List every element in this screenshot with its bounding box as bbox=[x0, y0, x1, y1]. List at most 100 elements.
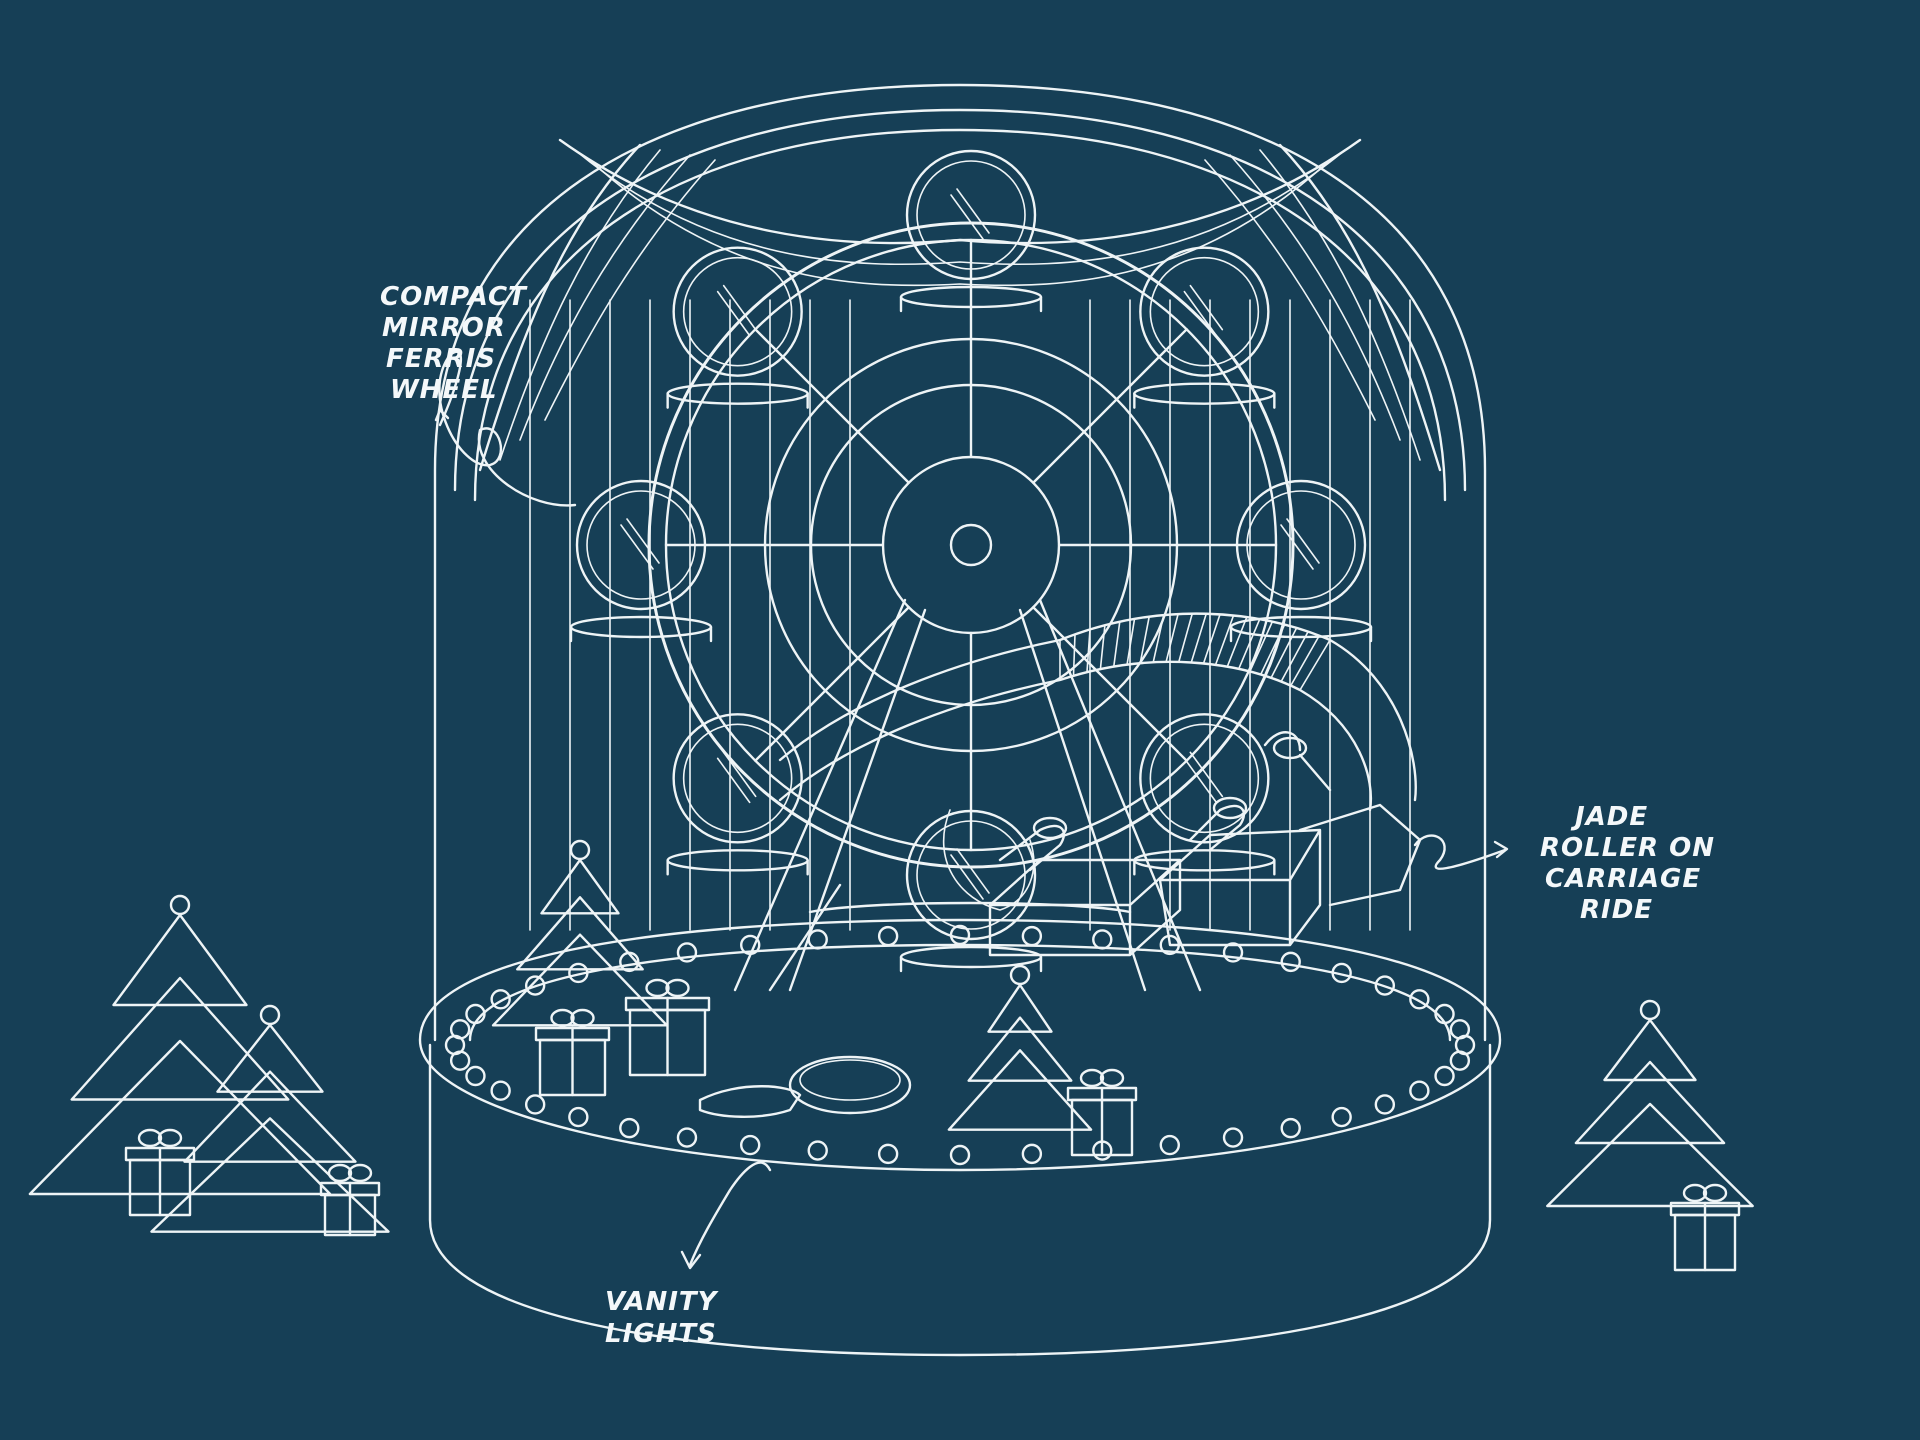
vanity-light-bulb bbox=[1409, 989, 1430, 1010]
track-tie bbox=[1249, 620, 1274, 673]
annotation-jade: JADE ROLLER ON CARRIAGE RIDE bbox=[1540, 802, 1725, 925]
mirror-glass bbox=[586, 490, 696, 600]
jade-line: ROLLER ON bbox=[1540, 833, 1715, 863]
annotation-arrows bbox=[434, 350, 1509, 1270]
vanity-lights bbox=[444, 924, 1476, 1166]
ferris-arrowhead bbox=[434, 408, 450, 422]
vanity-light-bulb bbox=[877, 925, 899, 947]
vanity-light-bulb bbox=[568, 1106, 589, 1128]
jade-rollers bbox=[998, 731, 1332, 872]
vanity-light-bulb bbox=[1331, 1106, 1352, 1128]
vanity-light-bulb bbox=[465, 1003, 486, 1025]
tree-tier bbox=[1546, 1102, 1754, 1208]
track-tie bbox=[1086, 628, 1091, 673]
vanity-light-bulb bbox=[1280, 951, 1301, 973]
vanity-light-bulb bbox=[1434, 1003, 1455, 1025]
vanity-light-bulb bbox=[1021, 925, 1043, 947]
mirror-glass bbox=[682, 723, 793, 834]
track-tie bbox=[1226, 616, 1248, 668]
compact-mirror-gondola bbox=[1235, 479, 1367, 611]
mirror-glint bbox=[716, 284, 757, 337]
track-tie bbox=[1280, 630, 1309, 683]
compact-mirror-gondola bbox=[672, 246, 803, 377]
vanity-light-bulb bbox=[1374, 1094, 1396, 1115]
ferris-wheel bbox=[569, 149, 1373, 992]
tree-tier bbox=[947, 1049, 1093, 1131]
jade-arrow bbox=[1413, 834, 1507, 870]
mirror-glint bbox=[950, 188, 990, 240]
tree-tier bbox=[1603, 1018, 1697, 1082]
tree-tier bbox=[183, 1070, 357, 1163]
vanity-light-bulb bbox=[490, 1080, 511, 1101]
gift-bow bbox=[665, 978, 690, 998]
track-tie bbox=[1289, 634, 1321, 687]
tree-star bbox=[569, 839, 591, 861]
ferris-line: COMPACT bbox=[380, 282, 528, 312]
carriage-ride-track bbox=[778, 612, 1422, 957]
vanity-light-bulb bbox=[568, 962, 589, 984]
gondola-shelf bbox=[666, 382, 809, 405]
wheel-spoke bbox=[754, 606, 910, 762]
vanity-light-bulb bbox=[449, 1019, 471, 1040]
compact-mirror-gondola bbox=[905, 149, 1037, 281]
compact-mirror-gondola bbox=[905, 809, 1037, 941]
track-tie bbox=[1214, 614, 1235, 666]
gondola-shelf bbox=[666, 849, 809, 872]
compact-mirror-gondola bbox=[1139, 713, 1270, 844]
vanity-line: LIGHTS bbox=[605, 1319, 717, 1349]
gift-bow bbox=[550, 1008, 575, 1028]
track-tie bbox=[1237, 618, 1261, 670]
vanity-light-bulb bbox=[619, 1117, 640, 1139]
compact-mirror-gondola bbox=[575, 479, 707, 611]
track-tie bbox=[1202, 613, 1221, 665]
tree-tier bbox=[540, 858, 620, 915]
tree-tier bbox=[987, 983, 1053, 1033]
track-tie bbox=[1299, 639, 1331, 691]
compact-mirror-gondola bbox=[672, 713, 803, 844]
mirror-glint bbox=[1183, 751, 1224, 804]
vanity-light-bulb bbox=[1449, 1050, 1471, 1071]
mirror-glint bbox=[716, 751, 757, 804]
jade-line: JADE bbox=[1570, 802, 1648, 832]
vanity-arrowhead bbox=[680, 1250, 702, 1270]
jade-line: CARRIAGE bbox=[1545, 864, 1701, 894]
vanity-light-bulb bbox=[1222, 1127, 1244, 1148]
track-tie bbox=[1112, 620, 1121, 668]
vanity-light-bulb bbox=[949, 1144, 971, 1166]
ferris-arrow bbox=[438, 350, 577, 507]
gift-bow bbox=[347, 1163, 373, 1183]
track-tie bbox=[1270, 627, 1298, 679]
vanity-light-bulb bbox=[1374, 975, 1396, 996]
mirror-glass bbox=[682, 256, 793, 367]
tree-star bbox=[259, 1004, 281, 1026]
annotation-ferris: COMPACT MIRROR FERRIS WHEEL bbox=[380, 282, 537, 405]
tree-tier bbox=[516, 896, 644, 971]
gift-boxes bbox=[124, 978, 1741, 1272]
glass-dome bbox=[433, 83, 1487, 1042]
mirror-glint bbox=[950, 848, 990, 900]
carriage-boxes bbox=[988, 803, 1422, 957]
track-tie bbox=[1190, 612, 1208, 664]
wheel-spoke bbox=[1032, 328, 1188, 484]
track-tie bbox=[1165, 613, 1179, 663]
track-tie bbox=[1099, 624, 1106, 670]
wheel-spoke bbox=[1032, 606, 1188, 762]
tree-tier bbox=[216, 1023, 324, 1093]
vanity-light-bulb bbox=[1409, 1080, 1430, 1101]
vanity-light-bulb bbox=[524, 1094, 546, 1115]
ferris-line: FERRIS bbox=[386, 344, 496, 374]
ferris-line: MIRROR bbox=[382, 313, 506, 343]
vanity-light-bulb bbox=[740, 1134, 761, 1156]
gift-bow bbox=[327, 1163, 353, 1183]
tree-tier bbox=[28, 1039, 332, 1196]
tree-tier bbox=[967, 1016, 1073, 1082]
track-tie bbox=[1259, 623, 1286, 676]
vanity-light-bulb bbox=[1159, 1134, 1180, 1156]
mirror-glint bbox=[1280, 518, 1320, 570]
gift-bow bbox=[1079, 1068, 1105, 1088]
gift-bow bbox=[1099, 1068, 1125, 1088]
gift-bow bbox=[570, 1008, 595, 1028]
tree-star bbox=[169, 894, 191, 916]
vanity-line: VANITY bbox=[605, 1287, 720, 1317]
wheel-spoke bbox=[754, 328, 910, 484]
